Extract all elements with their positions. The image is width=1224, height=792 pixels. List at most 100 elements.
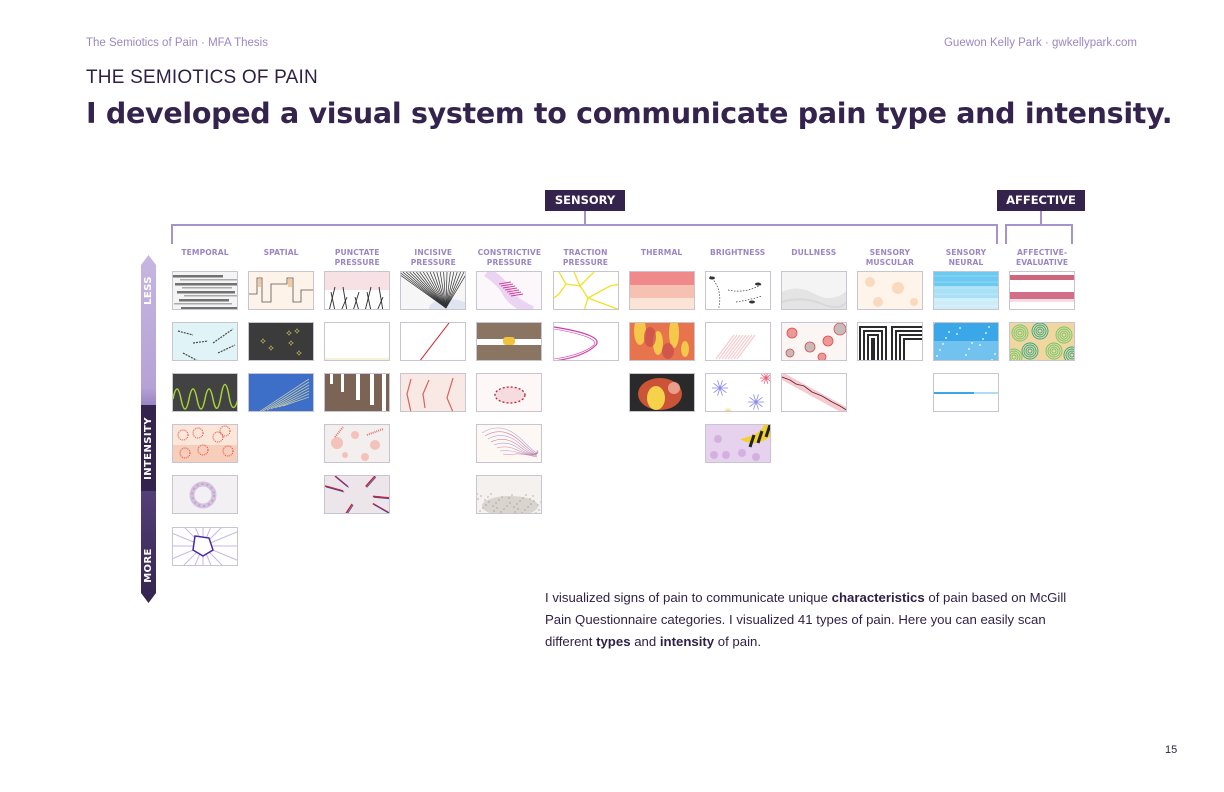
affective-bracket-left (1005, 224, 1007, 244)
pain-sign-tile-temporal-5 (172, 475, 238, 515)
running-header-left: The Semiotics of Pain · MFA Thesis (86, 37, 268, 49)
pain-sign-tile-dullness-3 (780, 373, 847, 413)
column-label-line1: DULLNESS (791, 248, 837, 257)
description-text: of pain. (714, 634, 762, 649)
pain-sign-tile-punctate-5 (324, 475, 391, 515)
pain-sign-tile-traction-1 (552, 271, 619, 310)
pain-sign-tile-punctate-2 (324, 322, 391, 362)
pain-sign-tile-neural-2 (933, 322, 999, 362)
pain-sign-tile-spatial-1 (248, 271, 315, 310)
section-kicker: THE SEMIOTICS OF PAIN (86, 67, 318, 88)
pain-sign-tile-incisive-1 (400, 271, 467, 310)
column-label-line1: CONSTRICTIVE (477, 248, 542, 257)
pain-sign-tile-constrictive-1 (476, 271, 543, 310)
intensity-axis (141, 255, 156, 603)
pain-sign-tile-neural-1 (933, 271, 999, 310)
pain-sign-tile-dullness-1 (780, 271, 847, 310)
pain-sign-tile-thermal-2 (628, 322, 695, 362)
pain-sign-tile-incisive-2 (400, 322, 467, 362)
sensory-bracket-bar (171, 224, 998, 226)
pain-sign-tile-dullness-2 (780, 322, 847, 362)
column-label: BRIGHTNESS (700, 248, 776, 258)
column-label-line1: SENSORY (945, 248, 987, 257)
column-label: DULLNESS (776, 248, 852, 258)
sensory-bracket-right (996, 224, 998, 244)
description-text: I visualized signs of pain to communicat… (545, 590, 832, 605)
pain-sign-tile-muscular-1 (856, 271, 923, 310)
pain-sign-tile-thermal-3 (628, 373, 695, 413)
column-label-line1: BRIGHTNESS (710, 248, 766, 257)
description-emphasis: characteristics (831, 590, 925, 605)
column-label-line2: EVALUATIVE (1015, 258, 1069, 267)
pain-sign-tile-temporal-4 (172, 424, 238, 464)
pain-sign-tile-constrictive-4 (476, 424, 543, 464)
pain-sign-tile-brightness-1 (704, 271, 771, 310)
pain-sign-tile-brightness-2 (704, 322, 771, 362)
affective-bracket-bar (1005, 224, 1073, 226)
pain-sign-tile-temporal-6 (172, 526, 238, 566)
pain-sign-tile-spatial-3 (248, 373, 315, 413)
column-label-line2: PRESSURE (486, 258, 532, 267)
pain-sign-tile-neural-3 (933, 373, 999, 413)
column-label: AFFECTIVE-EVALUATIVE (1004, 248, 1080, 268)
column-label-line1: AFFECTIVE- (1016, 248, 1068, 257)
pain-sign-tile-traction-2 (552, 322, 619, 362)
column-label-line1: SPATIAL (263, 248, 299, 257)
pain-sign-tile-brightness-4 (704, 424, 771, 464)
column-label-line1: SENSORY (869, 248, 911, 257)
column-label-line2: PRESSURE (334, 258, 380, 267)
column-label-line1: TRACTION (563, 248, 608, 257)
column-label: THERMAL (624, 248, 700, 258)
pain-sign-tile-punctate-3 (324, 373, 391, 413)
description-emphasis: intensity (659, 634, 715, 649)
pain-sign-tile-punctate-1 (324, 271, 391, 310)
column-label-line2: NEURAL (948, 258, 984, 267)
pain-sign-tile-affective-1 (1009, 271, 1076, 310)
description-paragraph: I visualized signs of pain to communicat… (545, 587, 1085, 653)
affective-bracket-stem (1040, 211, 1042, 224)
column-label-line1: TEMPORAL (181, 248, 229, 257)
column-label-line1: PUNCTATE (334, 248, 380, 257)
description-text: and (630, 634, 660, 649)
affective-bracket-right (1071, 224, 1073, 244)
column-label: TEMPORAL (167, 248, 243, 258)
running-header-right: Guewon Kelly Park · gwkellypark.com (943, 37, 1137, 49)
page-number: 15 (1165, 744, 1178, 756)
pain-sign-tile-thermal-1 (628, 271, 695, 310)
intensity-less-label: LESS (143, 275, 155, 305)
pain-sign-tile-affective-2 (1009, 322, 1076, 362)
pain-sign-tile-constrictive-2 (476, 322, 543, 362)
pain-sign-tile-temporal-3 (172, 373, 238, 413)
intensity-more-label: MORE (143, 547, 154, 583)
pain-sign-tile-brightness-3 (704, 373, 771, 413)
sensory-bracket-stem (584, 211, 586, 224)
pain-sign-tile-constrictive-5 (476, 475, 543, 515)
intensity-label-band (141, 405, 156, 491)
intensity-axis-label: INTENSITY (143, 416, 155, 480)
column-label-line2: PRESSURE (410, 258, 456, 267)
column-label-line1: INCISIVE (414, 248, 453, 257)
pain-sign-tile-muscular-2 (856, 322, 923, 362)
description-emphasis: types (596, 634, 631, 649)
pain-sign-tile-temporal-1 (172, 271, 238, 310)
pain-sign-tile-temporal-2 (172, 322, 238, 362)
column-label-line2: MUSCULAR (865, 258, 915, 267)
affective-group-label: AFFECTIVE (997, 190, 1085, 211)
pain-sign-tile-constrictive-3 (476, 373, 543, 413)
description-text: of pain based on McGill Pain Questionnai… (545, 590, 1067, 649)
pain-sign-tile-spatial-2 (248, 322, 315, 362)
column-label-line1: THERMAL (640, 248, 683, 257)
column-label: SPATIAL (243, 248, 319, 258)
pain-sign-tile-incisive-3 (400, 373, 467, 413)
page-title: I developed a visual system to communica… (86, 97, 1173, 130)
pain-sign-tile-punctate-4 (324, 424, 391, 464)
sensory-group-label: SENSORY (545, 190, 625, 211)
sensory-bracket-left (171, 224, 173, 244)
column-label-line2: PRESSURE (562, 258, 609, 267)
